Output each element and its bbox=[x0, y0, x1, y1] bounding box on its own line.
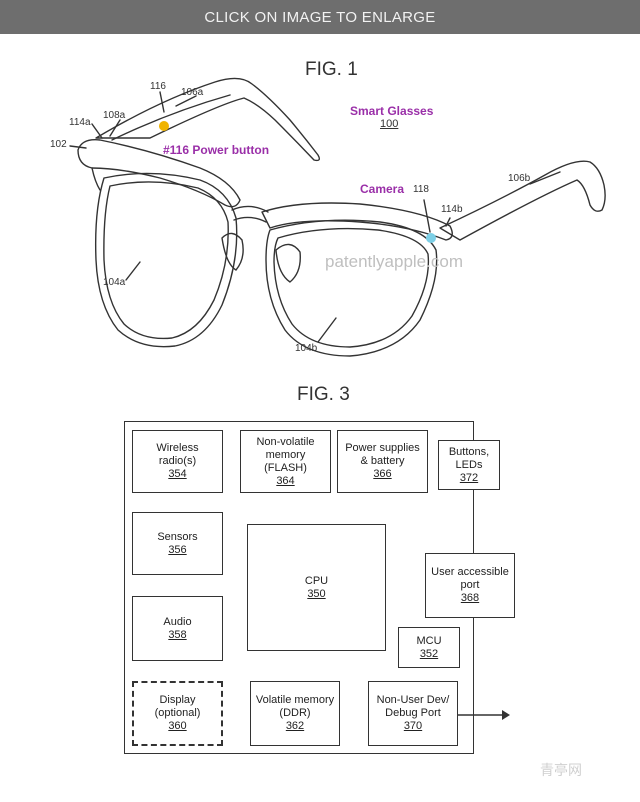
block-buttons-num: 372 bbox=[459, 471, 479, 484]
block-sensors-num: 356 bbox=[168, 543, 187, 556]
block-user-port-label: User accessible port bbox=[431, 566, 509, 591]
block-cpu: CPU 350 bbox=[247, 524, 386, 651]
ref-106a: 106a bbox=[181, 87, 204, 98]
ref-106b: 106b bbox=[508, 173, 531, 184]
ref-116: 116 bbox=[150, 81, 166, 92]
block-volatile: Volatile memory (DDR) 362 bbox=[250, 681, 340, 746]
block-user-port-num: 368 bbox=[460, 592, 480, 604]
smart-glasses-label: Smart Glasses bbox=[350, 104, 434, 118]
block-debug-label: Non-User Dev/ Debug Port bbox=[376, 694, 450, 719]
block-sensors-label: Sensors bbox=[157, 530, 198, 543]
block-power: Power supplies & battery 366 bbox=[337, 430, 428, 493]
block-mcu-num: 352 bbox=[419, 647, 439, 660]
block-nonvolatile-num: 364 bbox=[276, 474, 295, 487]
block-volatile-label: Volatile memory (DDR) bbox=[255, 694, 335, 719]
block-wireless-num: 354 bbox=[168, 468, 187, 480]
block-nonvolatile-label: Non-volatile memory (FLASH) bbox=[256, 435, 315, 474]
debug-port-arrow bbox=[458, 710, 510, 720]
block-display-label: Display (optional) bbox=[154, 694, 201, 719]
enlarge-banner-text: CLICK ON IMAGE TO ENLARGE bbox=[204, 8, 436, 26]
block-buttons: Buttons, LEDs 372 bbox=[438, 440, 500, 490]
block-mcu-label: MCU bbox=[416, 634, 442, 647]
block-mcu: MCU 352 bbox=[398, 627, 460, 668]
block-cpu-label: CPU bbox=[304, 574, 329, 587]
block-debug-num: 370 bbox=[403, 720, 423, 732]
ref-114b: 114b bbox=[441, 204, 463, 215]
block-wireless: Wireless radio(s) 354 bbox=[132, 430, 223, 493]
fig1-title: FIG. 1 bbox=[305, 59, 358, 80]
enlarge-banner[interactable]: CLICK ON IMAGE TO ENLARGE bbox=[0, 0, 640, 34]
fig3-title: FIG. 3 bbox=[297, 384, 350, 405]
block-audio: Audio 358 bbox=[132, 596, 223, 661]
block-nonvolatile: Non-volatile memory (FLASH) 364 bbox=[240, 430, 331, 493]
glasses-drawing bbox=[69, 77, 606, 357]
block-cpu-num: 350 bbox=[307, 587, 326, 600]
ref-108a: 108a bbox=[103, 110, 126, 121]
camera-dot bbox=[426, 233, 436, 243]
ref-102: 102 bbox=[50, 139, 67, 150]
power-button-dot bbox=[159, 121, 169, 131]
block-audio-num: 358 bbox=[168, 628, 187, 641]
block-display: Display (optional) 360 bbox=[132, 681, 223, 746]
camera-label: Camera bbox=[360, 182, 405, 196]
block-audio-label: Audio bbox=[163, 615, 192, 628]
power-button-label: #116 Power button bbox=[163, 143, 270, 157]
block-buttons-label: Buttons, LEDs bbox=[448, 445, 490, 471]
block-debug: Non-User Dev/ Debug Port 370 bbox=[368, 681, 458, 746]
block-display-num: 360 bbox=[168, 720, 187, 732]
ref-118: 118 bbox=[413, 184, 429, 195]
block-power-num: 366 bbox=[373, 468, 392, 480]
watermark: patentlyapple.com bbox=[325, 252, 463, 271]
block-sensors: Sensors 356 bbox=[132, 512, 223, 575]
site-logo: 青亭网 bbox=[540, 762, 582, 778]
block-user-port: User accessible port 368 bbox=[425, 553, 515, 618]
ref-104b: 104b bbox=[295, 343, 318, 354]
ref-104a: 104a bbox=[103, 277, 126, 288]
block-wireless-label: Wireless radio(s) bbox=[156, 442, 199, 467]
smart-glasses-number: 100 bbox=[380, 118, 399, 130]
ref-114a: 114a bbox=[69, 117, 91, 128]
block-power-label: Power supplies & battery bbox=[345, 442, 420, 467]
block-volatile-num: 362 bbox=[285, 720, 305, 732]
